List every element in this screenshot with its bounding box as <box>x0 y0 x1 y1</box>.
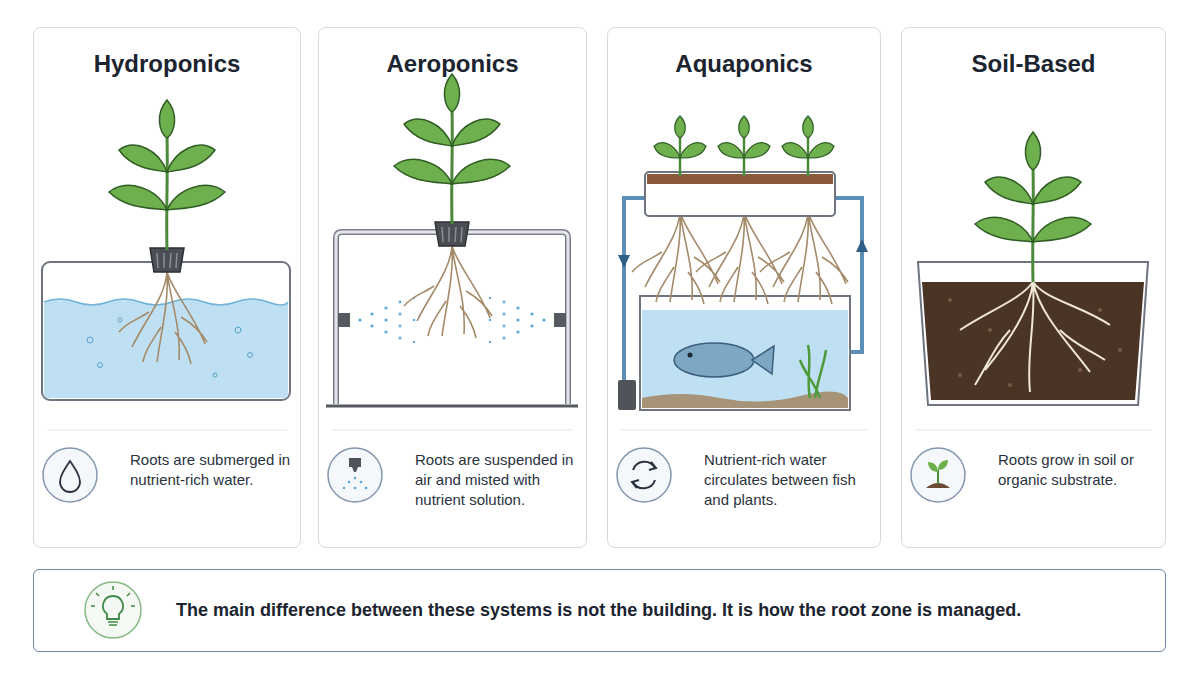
summary-text: The main difference between these system… <box>176 599 1151 622</box>
hydroponics-illustration <box>42 100 290 400</box>
system-card: Soil-BasedRoots grow in soil or organic … <box>901 27 1166 548</box>
spray-icon <box>343 458 368 489</box>
card-title: Soil-Based <box>910 50 1157 79</box>
droplet-icon <box>60 461 80 492</box>
card-title: Aeroponics <box>327 50 578 79</box>
soil-illustration <box>918 132 1148 405</box>
card-description: Roots grow in soil or organic substrate. <box>998 450 1156 490</box>
aeroponics-illustration <box>326 74 578 406</box>
summary-band: The main difference between these system… <box>33 569 1166 652</box>
system-card: AquaponicsNutrient-rich water circulates… <box>607 27 881 548</box>
card-title: Aquaponics <box>616 50 872 79</box>
dividers <box>47 430 1152 431</box>
lightbulb-icon <box>85 582 141 638</box>
card-description: Nutrient-rich water circulates between f… <box>704 450 866 509</box>
card-title: Hydroponics <box>42 50 292 79</box>
system-card: HydroponicsRoots are submerged in nutrie… <box>33 27 301 548</box>
aquaponics-illustration <box>618 116 868 410</box>
card-description: Roots are submerged in nutrient-rich wat… <box>130 450 291 490</box>
cycle-icon <box>632 462 656 489</box>
sprout-icon <box>926 460 950 488</box>
system-card: AeroponicsRoots are suspended in air and… <box>318 27 587 548</box>
card-description: Roots are suspended in air and misted wi… <box>415 450 577 509</box>
